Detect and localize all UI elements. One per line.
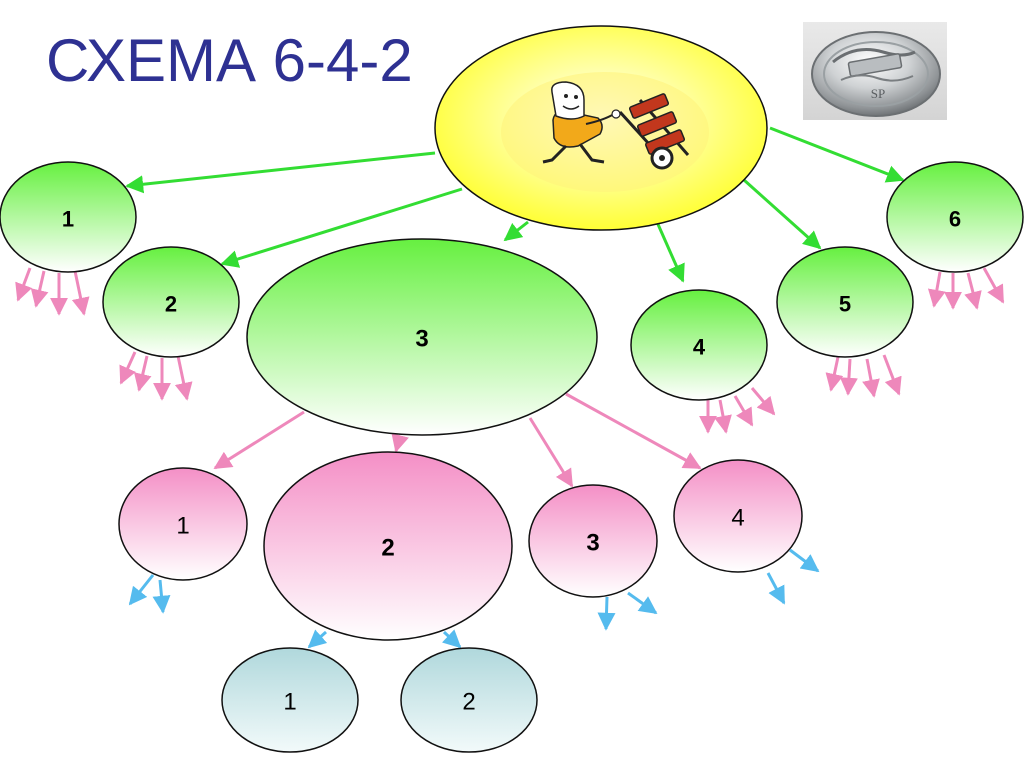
arrow-center-to-6 [769,126,905,183]
worker-with-hand-truck-icon [542,81,690,170]
node-label: 1 [283,689,296,716]
node-label: 2 [462,689,475,716]
node-label: 2 [381,535,394,562]
level2-node-1: 1 [118,467,248,581]
node-label: 1 [62,207,74,232]
level2-node-4: 4 [673,459,803,573]
silver-pin-badge-icon: SP [811,31,941,117]
level2-node-3: 3 [528,484,658,598]
node-label: 2 [165,292,177,317]
level1-node-6: 6 [886,161,1024,273]
level2-node-2: 2 [263,451,513,641]
node-label: 6 [949,207,961,232]
pink-fanout-arrows [15,267,1005,434]
arrow-center-to-3 [503,220,529,242]
pink-arrows [213,392,702,488]
page-title: СХЕМА 6-4-2 [46,27,413,94]
arrow-center-to-4 [655,221,685,283]
arrow-3-to-l2-2 [391,433,409,453]
node-label: 4 [731,505,744,532]
arrow-3-to-l2-3 [528,417,574,488]
arrow-center-to-5 [742,178,822,250]
badge-photo: SP [803,22,947,120]
node-label: 3 [415,326,428,353]
level1-node-4: 4 [630,289,768,401]
green-arrows [125,126,905,283]
level1-node-5: 5 [776,246,914,358]
arrow-center-to-1 [125,151,436,194]
arrow-3-to-l2-4 [565,392,702,470]
level1-node-2: 2 [102,246,240,358]
center-node [434,25,768,231]
node-label: 4 [693,335,706,360]
level1-node-1: 1 [0,161,137,273]
node-label: 5 [839,292,851,317]
arrow-center-to-2 [220,187,463,268]
blue-arrows [128,548,820,649]
node-label: 1 [176,513,189,540]
level1-node-3: 3 [246,238,598,436]
level3-node-1: 1 [221,647,359,753]
level3-node-2: 2 [400,647,538,753]
arrow-3-to-l2-1 [213,410,305,470]
node-label: 3 [586,530,599,557]
badge-text: SP [871,86,885,101]
